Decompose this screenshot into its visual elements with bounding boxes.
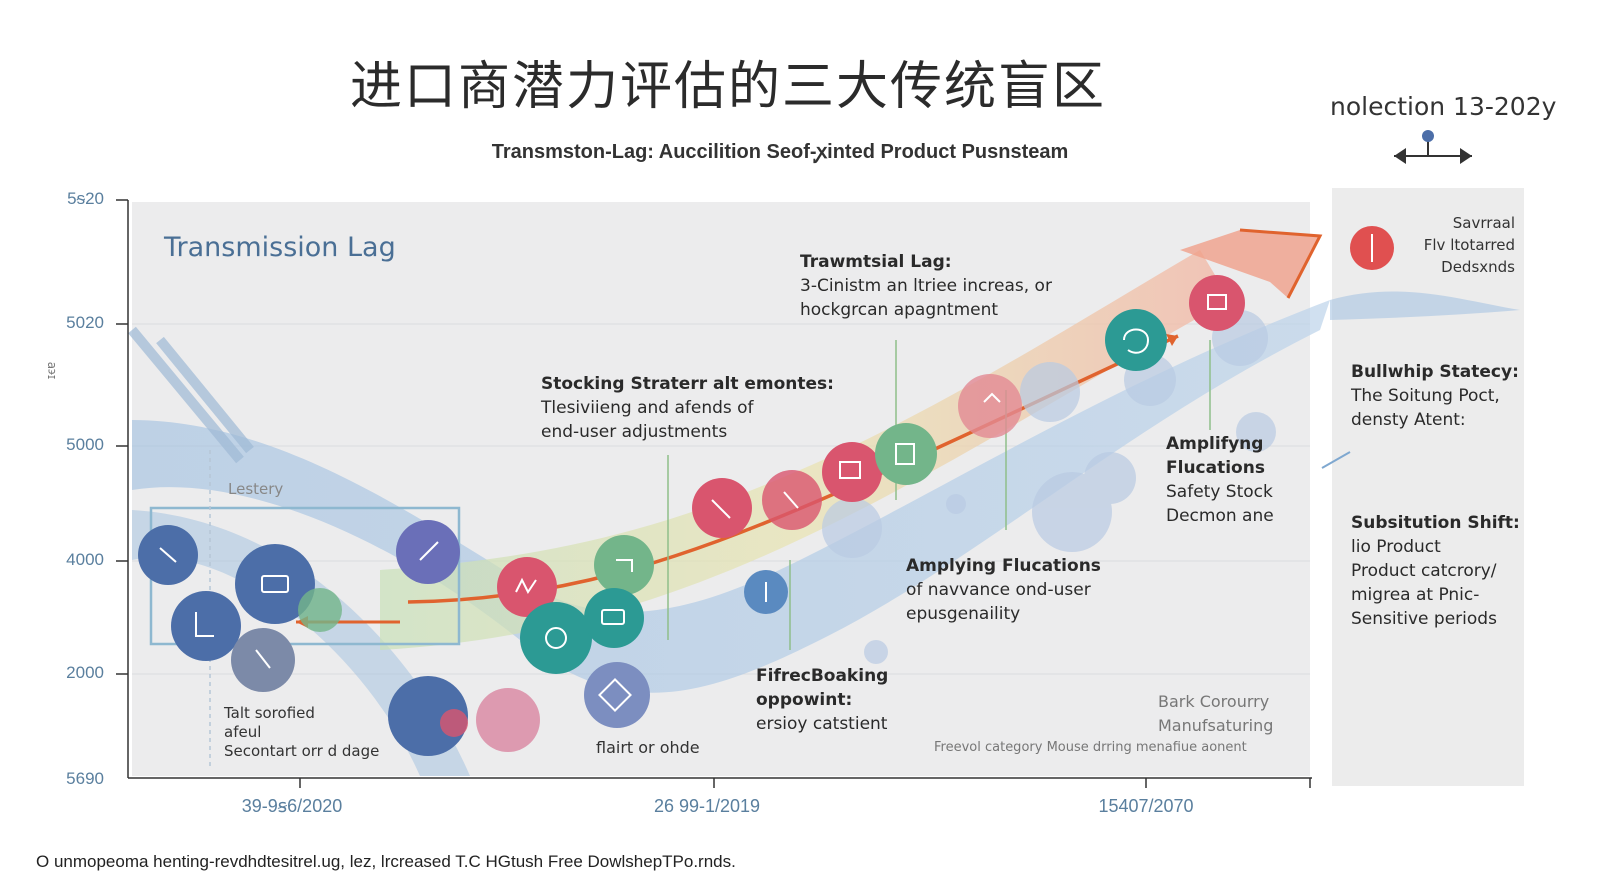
y-tick: 5000: [66, 435, 104, 454]
page-title: 进口商潜力评估的三大传统盲区: [349, 57, 1106, 117]
annotation-line: Manufsaturing: [1158, 716, 1274, 735]
footnote: O unmopeoma henting-revdhdtesitrel.ug, l…: [36, 852, 736, 871]
corner-label: nolection 13-202y: [1330, 92, 1557, 121]
amplifying-mid-annotation: Amplying Flucations of navvance ond-user…: [906, 554, 1101, 626]
annotation-title: Amplifyng: [1166, 434, 1264, 454]
talt-annotation: Talt sorofied afeul Secontart orr d dage: [224, 704, 379, 761]
annotation-line: Product catcrory/: [1351, 561, 1497, 581]
y-tick: 2000: [66, 663, 104, 682]
annotation-line: The Soitung Poct,: [1351, 386, 1500, 406]
side-band: [1330, 291, 1520, 320]
trawmtsial-annotation: Trawmtsial Lag: 3-Cinistm an ltriee incr…: [800, 250, 1052, 322]
demand-band: [380, 250, 1230, 650]
side-arrow: [1321, 451, 1351, 469]
y-axis-label: ɪꞓɐ: [44, 361, 59, 380]
icon-glyphs: [159, 234, 1373, 712]
section-title: Transmission Lag: [164, 232, 396, 263]
freeval-label: Freevol category Mouse drring menafiue a…: [934, 740, 1247, 755]
y-tick: 5690: [66, 769, 104, 788]
annotation-title: Stocking Straterr alt emontes:: [541, 374, 834, 394]
annotation-line: Decmon ane: [1166, 506, 1274, 526]
trend-arrow-head: [1166, 334, 1178, 346]
annotation-line: hockgrcan apagntment: [800, 300, 999, 320]
legend-line: Flv ltotarred: [1423, 236, 1515, 254]
annotation-title: Trawmtsial Lag:: [800, 252, 952, 272]
side-panel-background: [1332, 188, 1524, 786]
annotation-line: densty Atent:: [1351, 410, 1466, 430]
legend-line: Dedsxnds: [1441, 258, 1515, 276]
annotation-title: oppowint:: [756, 690, 853, 710]
bullwhip-annotation: Bullwhip Statecy: The Soitung Poct, dens…: [1351, 360, 1519, 432]
y-tick: 5020: [66, 313, 104, 332]
background-blobs: [822, 310, 1276, 664]
annotation-line: Talt sorofied: [224, 704, 315, 722]
annotation-line: Safety Stock: [1166, 482, 1273, 502]
x-tick: 39-9ꞩ6/2020: [241, 796, 343, 816]
annotation-line: lio Product: [1351, 537, 1441, 557]
fifrec-annotation: FifrecBoaking oppowint: ersioy catstient: [756, 664, 888, 736]
supply-band-left: [132, 510, 470, 776]
annotation-title: Amplying Flucations: [906, 556, 1101, 576]
x-tick: 15407/2070: [1098, 796, 1194, 816]
annotation-title: Bullwhip Statecy:: [1351, 362, 1519, 382]
annotation-line: 3-Cinistm an ltriee increas, or: [800, 276, 1052, 296]
annotation-title: Subsitution Shift:: [1351, 513, 1520, 533]
annotation-line: of navvance ond-user: [906, 580, 1091, 600]
annotation-line: afeul: [224, 723, 262, 741]
axes: [116, 199, 1312, 788]
subsitution-annotation: Subsitution Shift: lio Product Product c…: [1351, 511, 1520, 631]
amplifying-right-annotation: Amplifyng Flucations Safety Stock Decmon…: [1166, 432, 1274, 528]
big-arrow-head: [1180, 230, 1320, 298]
flairt-label: flairt or ohde: [596, 738, 700, 757]
stocking-annotation: Stocking Straterr alt emontes: Tlesiviie…: [541, 372, 834, 444]
annotation-line: Tlesiviieng and afends of: [541, 398, 754, 418]
big-arrow-outline: [1239, 228, 1323, 299]
annotation-line: end-user adjustments: [541, 422, 728, 442]
bark-annotation: Bark Corourry Manufsaturing: [1158, 690, 1273, 738]
legend-line: Savrraal: [1452, 214, 1515, 232]
annotation-line: epusgenaility: [906, 604, 1021, 624]
x-tick: 26 99-1/2019: [653, 796, 761, 816]
y-tick: 4000: [66, 550, 104, 569]
annotation-line: Secontart orr d dage: [224, 742, 380, 760]
annotation-line: migrea at Pnic-: [1351, 585, 1480, 605]
annotation-title: Flucations: [1166, 458, 1265, 478]
axis-icon: [1394, 130, 1472, 164]
annotation-title: FifrecBoaking: [756, 666, 889, 686]
legend: Savrraal Flv ltotarred Dedsxnds: [1405, 212, 1515, 278]
y-tick: 5ᵴ20: [67, 189, 104, 208]
annotation-line: ersioy catstient: [756, 714, 888, 734]
left-arrows: [128, 326, 254, 464]
supply-band-blue: [132, 300, 1330, 693]
annotation-line: Bark Corourry: [1158, 692, 1270, 711]
annotation-line: Sensitive periods: [1351, 609, 1497, 629]
page-subtitle: Transmston-Lag: Auccilition Seof-ꭙinted …: [491, 141, 1069, 163]
lestery-label: Lestery: [228, 480, 284, 498]
